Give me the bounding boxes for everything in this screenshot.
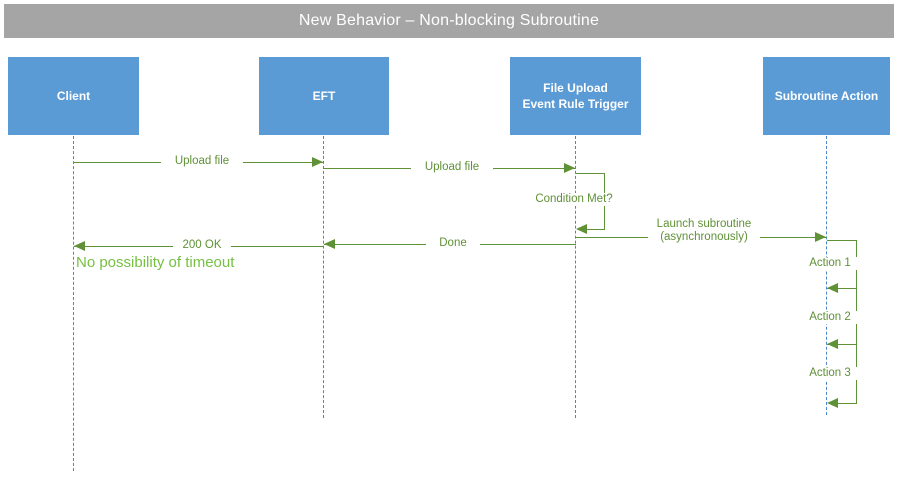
- selfloop-top-condition-met: [576, 173, 605, 174]
- message-label-action-3: Action 3: [800, 367, 860, 380]
- selfloop-bottom-action-3: [838, 403, 857, 404]
- arrowhead-done: [324, 239, 335, 249]
- selfloop-top-action-1: [827, 240, 857, 241]
- message-label-done: Done: [426, 237, 480, 250]
- lifeline-file-upload-event-rule-trigger: [575, 136, 576, 418]
- actor-box-subroutine-action[interactable]: Subroutine Action: [763, 57, 890, 135]
- arrowhead-condition-met: [576, 224, 587, 234]
- message-label-condition-met: Condition Met?: [529, 193, 619, 206]
- arrowhead-upload-file-eft-fileupload: [564, 163, 575, 173]
- lifeline-eft: [323, 136, 324, 418]
- selfloop-bottom-condition-met: [587, 229, 605, 230]
- message-label-upload-file-eft-fileupload: Upload file: [411, 161, 493, 174]
- selfloop-top-action-3: [827, 344, 857, 345]
- actor-box-eft[interactable]: EFT: [259, 57, 389, 135]
- message-label-200-ok: 200 OK: [173, 239, 231, 252]
- message-label-upload-file-client-eft: Upload file: [161, 155, 243, 168]
- actor-box-client[interactable]: Client: [8, 57, 139, 135]
- arrowhead-upload-file-client-eft: [312, 157, 323, 167]
- actor-box-file-upload-event-rule-trigger[interactable]: File Upload Event Rule Trigger: [510, 57, 641, 135]
- arrowhead-action-3: [827, 398, 838, 408]
- diagram-title-bar: New Behavior – Non-blocking Subroutine: [4, 4, 894, 38]
- arrowhead-200-ok: [74, 241, 85, 251]
- message-label-launch-subroutine: Launch subroutine (asynchronously): [648, 218, 760, 244]
- actor-label-file-upload-event-rule-trigger: File Upload Event Rule Trigger: [522, 81, 629, 111]
- note-no-possibility-of-timeout: No possibility of timeout: [76, 254, 235, 271]
- diagram-title: New Behavior – Non-blocking Subroutine: [298, 12, 600, 29]
- selfloop-top-action-2: [827, 288, 857, 289]
- actor-label-eft: EFT: [312, 89, 336, 103]
- actor-label-subroutine-action: Subroutine Action: [774, 89, 879, 103]
- lifeline-subroutine-action: [826, 136, 827, 415]
- message-label-action-2: Action 2: [800, 311, 860, 324]
- arrowhead-launch-subroutine: [815, 232, 826, 242]
- message-label-action-1: Action 1: [800, 257, 860, 270]
- actor-label-client: Client: [56, 89, 91, 103]
- lifeline-client: [73, 136, 74, 471]
